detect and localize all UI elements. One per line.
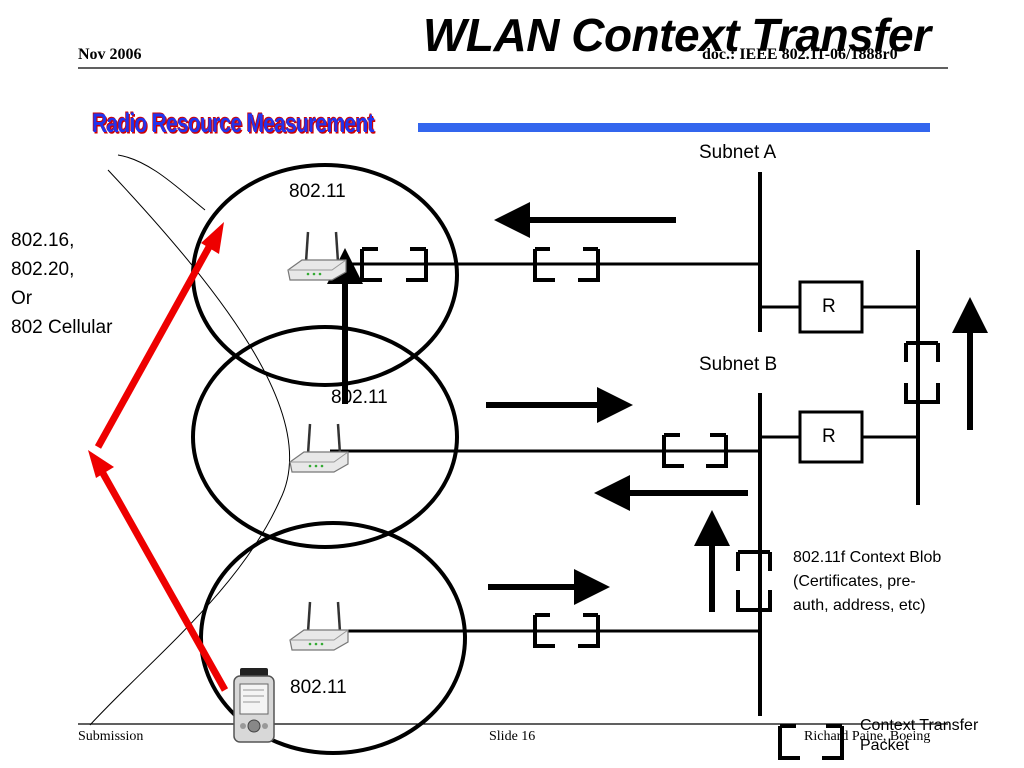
red-arrowhead <box>201 222 224 254</box>
banner-title: Radio Resource Measurement <box>92 108 374 138</box>
router-a-label: R <box>822 296 836 317</box>
slide-title: WLAN Context Transfer <box>423 9 931 61</box>
context-blob-label: 802.11f Context Blob (Certificates, pre-… <box>793 549 942 614</box>
packet-icon <box>533 247 600 282</box>
packet-icon <box>662 433 728 468</box>
router-b-label: R <box>822 426 836 447</box>
other-technologies-label: 802.16, 802.20, Or 802 Cellular <box>11 230 113 338</box>
legend-label: Context Transfer Packet <box>860 717 979 754</box>
header-date: Nov 2006 <box>78 46 142 63</box>
red-arrow-to-other-tech <box>96 466 229 692</box>
red-arrow-to-top-cell <box>94 236 218 449</box>
access-point-icon <box>289 601 349 651</box>
packet-icon <box>736 550 772 612</box>
banner-bar <box>418 123 930 132</box>
cell-middle-label: 802.11 <box>331 387 388 408</box>
cell-top-label: 802.11 <box>289 181 346 202</box>
footer-submission: Submission <box>78 729 144 744</box>
coverage-boundary-curve <box>89 169 290 726</box>
router-a-box <box>798 280 864 334</box>
subnet-b-label: Subnet B <box>699 354 778 375</box>
header-doc-id: doc.: IEEE 802.11-06/1888r0 <box>702 46 898 63</box>
access-point-icon <box>287 231 347 281</box>
coverage-cell-middle <box>191 325 459 549</box>
cell-bottom-label: 802.11 <box>290 677 347 698</box>
packet-icon <box>533 613 600 648</box>
coverage-cell-bottom <box>199 521 467 755</box>
subnet-a-label: Subnet A <box>699 142 777 163</box>
red-arrowhead <box>88 450 114 478</box>
handheld-device-icon <box>233 668 275 743</box>
coverage-boundary-curve-2 <box>117 154 206 211</box>
footer-slide-number: Slide 16 <box>489 729 536 744</box>
legend-packet-icon <box>778 724 844 760</box>
access-point-icon <box>289 423 349 473</box>
router-b-box <box>798 410 864 464</box>
footer-author: Richard Paine, Boeing <box>804 729 931 744</box>
packet-icon <box>904 341 940 404</box>
